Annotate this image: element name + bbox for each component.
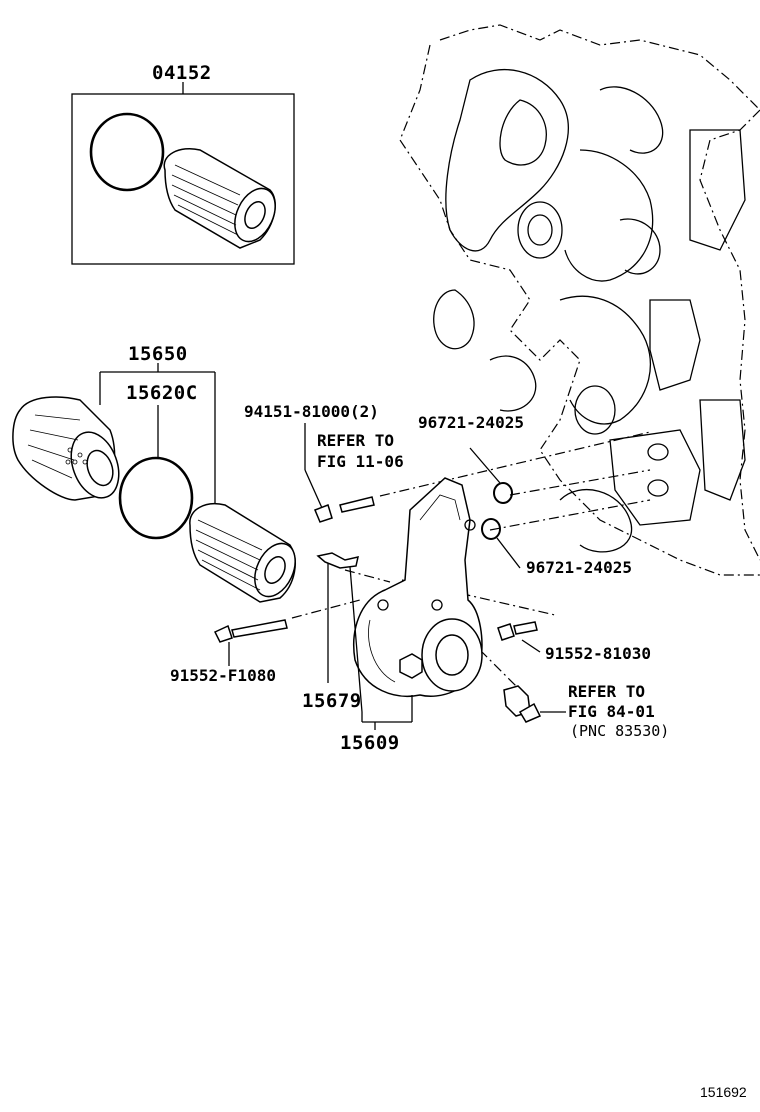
oil-pressure-sensor	[503, 685, 566, 723]
label-oring-upper: 96721-24025	[418, 413, 524, 432]
label-bracket: 15679	[302, 690, 362, 712]
label-oil-filter-kit: 04152	[152, 62, 212, 84]
label-housing: 15609	[340, 732, 400, 754]
upper-oring	[493, 482, 513, 504]
label-oil-filter-oring: 15620C	[126, 382, 198, 404]
leader-lines	[327, 563, 413, 730]
label-oil-filter-assembly: 15650	[128, 343, 188, 365]
stud-bolt	[304, 423, 375, 523]
filter-cap	[12, 396, 120, 501]
label-stud-bolt: 94151-81000(2)	[244, 402, 379, 421]
filter-element	[189, 503, 296, 603]
label-oring-lower: 96721-24025	[526, 558, 632, 577]
label-fig-1106: FIG 11-06	[317, 452, 404, 471]
label-refer-to-2: REFER TO	[568, 682, 646, 701]
label-bolt-left: 91552-F1080	[170, 666, 276, 685]
kit-filter-element	[163, 148, 276, 249]
lower-oring	[481, 518, 501, 540]
label-fig-8401: FIG 84-01	[568, 702, 655, 721]
filter-oring	[118, 456, 194, 540]
filter-assembly-bracket	[99, 363, 216, 505]
filter-kit-box	[71, 82, 295, 265]
bracket-part	[316, 552, 359, 569]
label-refer-to-1: REFER TO	[317, 431, 395, 450]
oil-filter-housing	[353, 477, 483, 697]
figure-number: 151692	[700, 1084, 747, 1100]
label-pnc-83530: (PNC 83530)	[570, 722, 670, 740]
left-bolt	[213, 619, 288, 666]
label-bolt-right: 91552-81030	[545, 644, 651, 663]
engine-block-outline	[399, 24, 760, 576]
right-bolt	[497, 621, 541, 653]
